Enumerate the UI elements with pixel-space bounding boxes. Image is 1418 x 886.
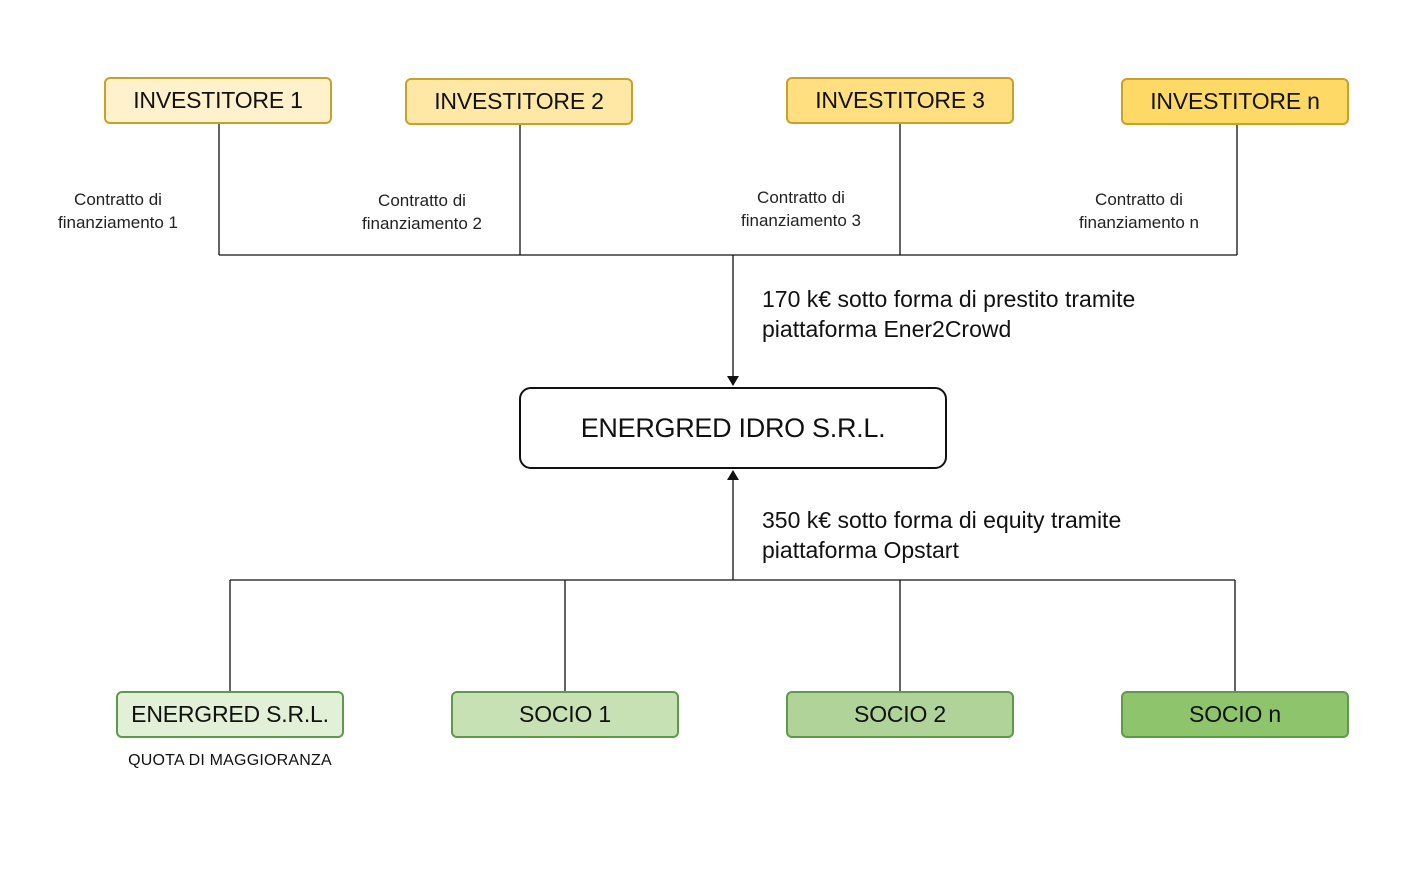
company-box: ENERGRED IDRO S.R.L. [519,387,947,469]
investor-n-box: INVESTITORE n [1121,78,1349,125]
investor-3-box: INVESTITORE 3 [786,77,1014,124]
shareholder-energred-box: ENERGRED S.R.L. [116,691,344,738]
majority-share-note: QUOTA DI MAGGIORANZA [128,752,332,769]
investor-1-box: INVESTITORE 1 [104,77,332,124]
loan-flow-label: 170 k€ sotto forma di prestito tramite p… [762,286,1136,342]
shareholder-energred-label: ENERGRED S.R.L. [131,701,329,727]
investor-2-box: INVESTITORE 2 [405,78,633,125]
shareholder-socio-2-box: SOCIO 2 [786,691,1014,738]
equity-flow-label: 350 k€ sotto forma di equity tramite pia… [762,507,1122,563]
contract-label-2: Contratto di finanziamento 2 [361,191,483,233]
investor-3-label: INVESTITORE 3 [815,87,985,113]
investor-1-label: INVESTITORE 1 [133,87,303,113]
shareholder-socio-n-label: SOCIO n [1189,701,1281,727]
shareholder-socio-1-label: SOCIO 1 [519,701,611,727]
contract-label-1: Contratto di finanziamento 1 [57,190,179,232]
company-label: ENERGRED IDRO S.R.L. [580,412,886,443]
investor-n-label: INVESTITORE n [1150,88,1320,114]
shareholder-socio-2-label: SOCIO 2 [854,701,946,727]
investor-2-label: INVESTITORE 2 [434,88,604,114]
contract-label-n: Contratto di finanziamento n [1078,190,1200,232]
shareholder-socio-n-box: SOCIO n [1121,691,1349,738]
contract-label-3: Contratto di finanziamento 3 [740,188,862,230]
shareholder-socio-1-box: SOCIO 1 [451,691,679,738]
